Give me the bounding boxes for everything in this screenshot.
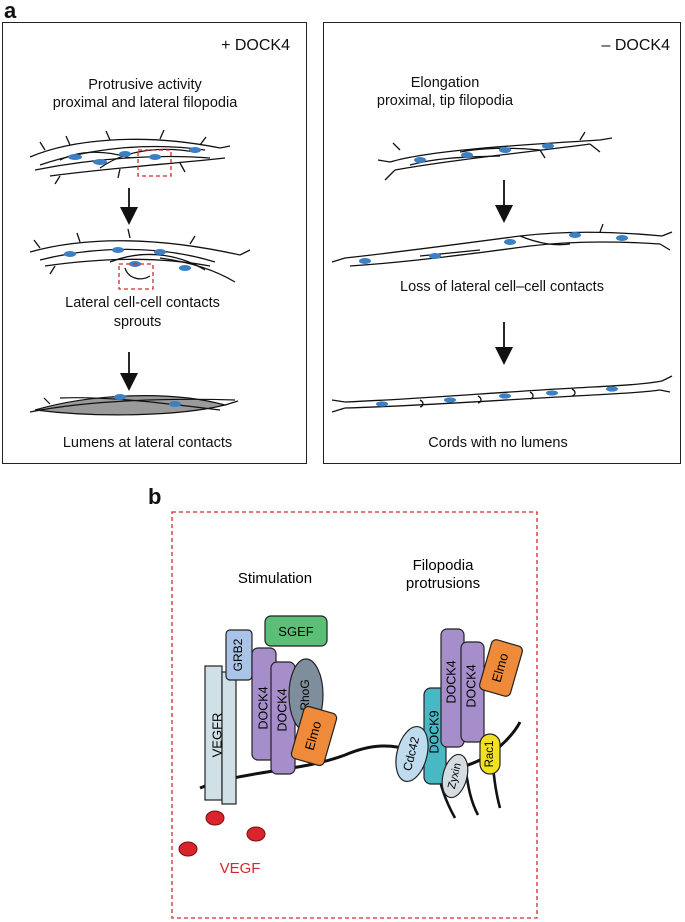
plus-dock4-panel: + DOCK4: [2, 22, 307, 464]
minus-top-label-2: proximal, tip filopodia: [376, 93, 514, 109]
plus-stage2-cells: [29, 228, 251, 283]
vegfr-receptor: VEGFR: [204, 665, 237, 805]
plus-stage2-highlight-box: [118, 263, 154, 290]
plus-stage1-cells: [29, 129, 231, 185]
zyxin-protein: Zyxin: [441, 753, 469, 799]
minus-stage1-nuclei: [414, 143, 554, 163]
minus-mid-label: Loss of lateral cell–cell contacts: [400, 279, 604, 295]
vegf-ligands: [178, 810, 266, 857]
vegf-ligand-2: [246, 826, 266, 842]
sgef-label: SGEF: [278, 624, 313, 639]
minus-bottom-label: Cords with no lumens: [428, 435, 568, 451]
cdc42-gtpase: Cdc42: [395, 725, 429, 783]
panel-b-letter: b: [148, 484, 162, 509]
elmo-left: Elmo: [290, 705, 338, 767]
plus-stage2-nuclei: [64, 247, 191, 271]
vegf-label: VEGF: [220, 860, 261, 877]
filopodia-label-2: protrusions: [406, 575, 480, 592]
dock4-left-pair: DOCK4 DOCK4: [251, 647, 296, 775]
panel-a-cell-drawings: [29, 129, 673, 416]
dock4-c-label: DOCK4: [444, 660, 458, 703]
dock4-b-label: DOCK4: [275, 688, 289, 731]
minus-stage2-nuclei: [359, 232, 628, 264]
plus-mid-label-2: sprouts: [113, 314, 162, 330]
filopodia-label-1: Filopodia: [413, 557, 475, 574]
plus-stage1-highlight-box: [137, 149, 172, 177]
vegf-ligand-1: [205, 810, 225, 826]
rhog-label: RhoG: [298, 679, 312, 710]
plus-stage3-lumen: [29, 395, 239, 416]
panel-a-letter: a: [4, 0, 17, 23]
vegfr-label: VEGFR: [209, 713, 224, 758]
minus-dock4-panel: – DOCK4: [323, 22, 681, 464]
stimulation-label: Stimulation: [238, 570, 312, 587]
plus-mid-label-1: Lateral cell-cell contacts: [65, 295, 220, 311]
grb2-label: GRB2: [231, 638, 245, 671]
minus-stage3-cord: [331, 375, 673, 413]
panel-b-dashed-frame: [171, 511, 538, 919]
plus-stage1-nuclei: [68, 147, 201, 165]
rac1-gtpase: Rac1: [479, 733, 501, 775]
minus-dock4-condition: – DOCK4: [601, 37, 670, 54]
minus-stage1-cells: [377, 131, 613, 181]
elmo-right: Elmo: [479, 639, 523, 697]
dock9-label: DOCK9: [427, 710, 441, 753]
grb2-adaptor: GRB2: [225, 629, 253, 681]
plus-top-label-2: proximal and lateral filopodia: [52, 95, 238, 111]
sgef-protein: SGEF: [264, 615, 328, 647]
dock4-a-label: DOCK4: [256, 686, 270, 729]
plus-dock4-condition: + DOCK4: [221, 37, 290, 54]
plus-top-label-1: Protrusive activity: [88, 77, 202, 93]
minus-stage2-cells: [331, 223, 673, 267]
minus-top-label-1: Elongation: [410, 75, 480, 91]
panel-b-schematic: Stimulation Filopodia protrusions VEGFR …: [171, 511, 538, 919]
dock4-right-pair: DOCK4 DOCK4: [440, 628, 485, 748]
plus-bottom-label: Lumens at lateral contacts: [62, 435, 233, 451]
dock4-d-label: DOCK4: [464, 664, 478, 707]
rac1-label: Rac1: [484, 741, 496, 768]
minus-stage3-nuclei: [376, 386, 618, 407]
plus-stage3-nuclei: [114, 394, 181, 407]
vegf-ligand-3: [178, 841, 198, 857]
